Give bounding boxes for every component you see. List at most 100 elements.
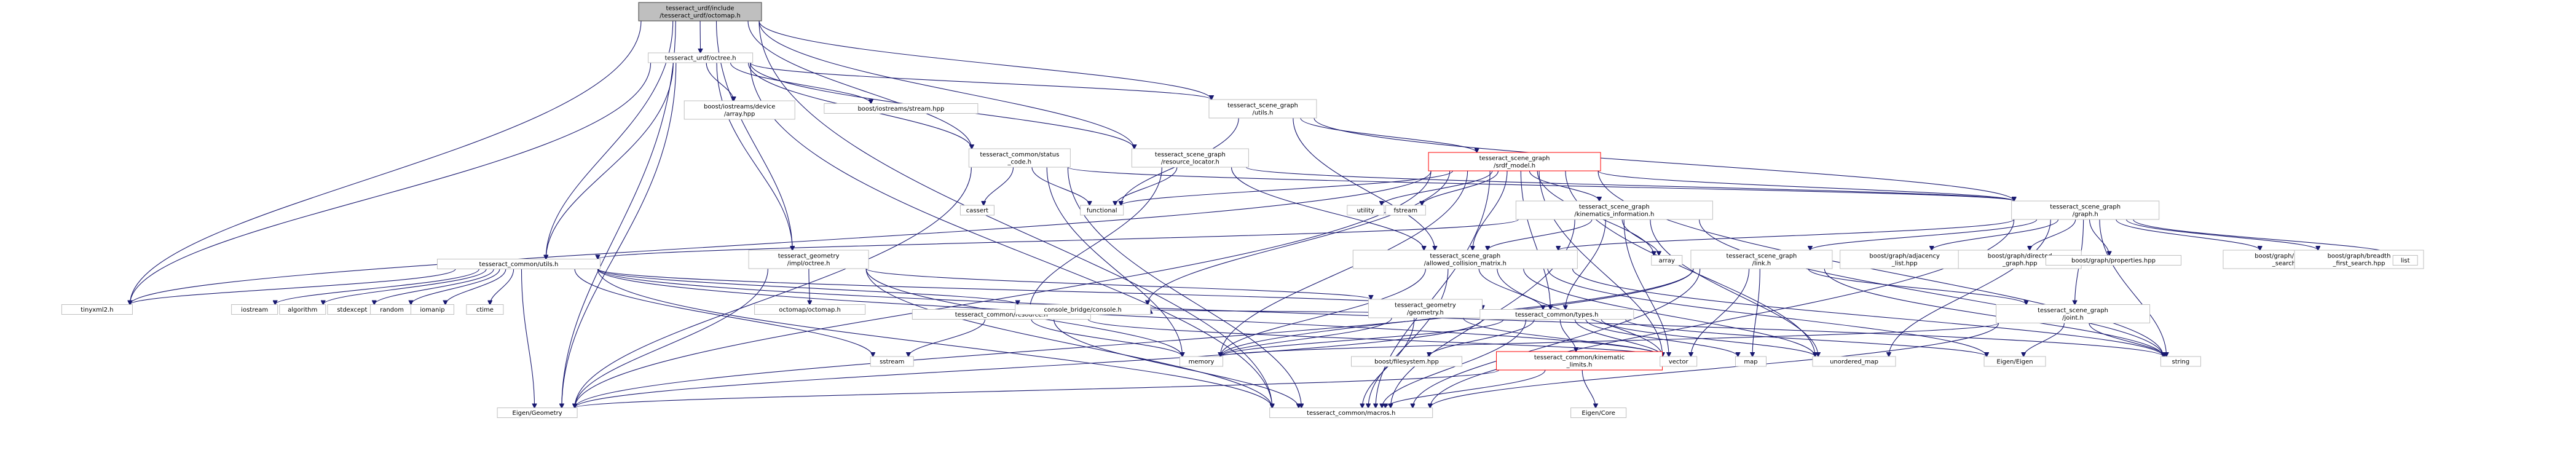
node-box — [683, 100, 795, 120]
node-box — [1385, 205, 1426, 216]
edge-common-utils-to-vector — [597, 269, 1662, 357]
node-label-line: /array.hpp — [724, 111, 755, 118]
edge-srdf-model-to-console-bridge — [1148, 170, 1451, 305]
node-label-line: tesseract_common/macros.h — [1307, 410, 1395, 417]
graph-node-link-h[interactable]: tesseract_scene_graph/link.h — [1690, 250, 1833, 269]
graph-node-kinematic-limits[interactable]: tesseract_common/kinematic_limits.h — [1496, 351, 1663, 371]
node-box — [754, 304, 866, 315]
edge-status-code-to-cassert — [983, 167, 1014, 205]
edge-link-h-to-common-macros — [1412, 268, 1701, 408]
edge-common-utils-to-algorithm — [323, 269, 487, 305]
graph-node-boost-filesystem[interactable]: boost/filesystem.hpp — [1351, 356, 1463, 367]
graph-node-list[interactable]: list — [2392, 255, 2418, 266]
node-box — [748, 250, 869, 269]
edge-sg-utils-to-graph-h — [1314, 117, 2014, 201]
node-label-line: /graph.h — [2073, 211, 2098, 218]
edge-common-utils-to-tinyxml2 — [130, 269, 456, 305]
graph-node-root[interactable]: tesseract_urdf/include/tesseract_urdf/oc… — [638, 2, 762, 22]
node-label-line: /tesseract_urdf/octomap.h — [660, 13, 741, 20]
edge-graph-h-to-boost-directed-graph — [2030, 219, 2076, 250]
graph-node-boost-device-array[interactable]: boost/iostreams/device/array.hpp — [683, 100, 795, 120]
graph-node-boost-properties[interactable]: boost/graph/properties.hpp — [2045, 255, 2181, 266]
node-label-line: /joint.h — [2062, 315, 2084, 321]
node-box — [1080, 205, 1124, 216]
graph-node-unordered-map[interactable]: unordered_map — [1812, 356, 1896, 367]
graph-node-iostream[interactable]: iostream — [231, 304, 278, 315]
node-label-line: /impl/octree.h — [787, 261, 830, 267]
node-box — [1515, 200, 1713, 220]
node-box — [1983, 356, 2046, 367]
graph-node-utility[interactable]: utility — [1347, 205, 1385, 216]
graph-node-stdexcept[interactable]: stdexcept — [327, 304, 377, 315]
edge-srdf-model-to-functional — [1121, 170, 1453, 205]
graph-node-random[interactable]: random — [370, 304, 414, 315]
graph-node-eigen-eigen[interactable]: Eigen/Eigen — [1983, 356, 2046, 367]
node-label-line: _list.hpp — [1891, 261, 1918, 267]
node-box — [2045, 255, 2181, 266]
node-box — [1496, 351, 1663, 371]
graph-node-boost-adjacency-list[interactable]: boost/graph/adjacency_list.hpp — [1840, 250, 1970, 269]
graph-node-map[interactable]: map — [1735, 356, 1767, 367]
graph-node-octomap-octomap[interactable]: octomap/octomap.h — [754, 304, 866, 315]
node-box — [1131, 148, 1249, 168]
edge-srdf-model-to-fstream — [1422, 170, 1499, 205]
node-label-line: tesseract_scene_graph — [2050, 204, 2121, 211]
graph-node-graph-h[interactable]: tesseract_scene_graph/graph.h — [2011, 200, 2160, 220]
node-label-line: fstream — [1394, 208, 1418, 215]
graph-node-memory[interactable]: memory — [1180, 356, 1224, 367]
graph-node-array[interactable]: array — [1651, 255, 1683, 266]
edge-common-utils-to-common-macros — [597, 269, 1272, 408]
edge-common-utils-to-console-bridge — [597, 269, 1017, 305]
graph-node-common-types[interactable]: tesseract_common/types.h — [1479, 309, 1634, 320]
node-box — [231, 304, 278, 315]
node-box — [1269, 408, 1433, 418]
graph-node-string[interactable]: string — [2160, 356, 2201, 367]
graph-node-kinematics-info[interactable]: tesseract_scene_graph/kinematics_informa… — [1515, 200, 1713, 220]
edge-root-to-sg-utils — [758, 20, 1211, 100]
graph-node-eigen-core[interactable]: Eigen/Core — [1570, 408, 1627, 418]
graph-node-common-utils[interactable]: tesseract_common/utils.h — [436, 259, 601, 269]
edge-srdf-model-to-common-types — [1520, 170, 1550, 310]
edge-root-to-resource-locator — [758, 20, 1134, 149]
graph-node-status-code[interactable]: tesseract_common/status_code.h — [968, 148, 1071, 168]
edge-common-types-to-unordered-map — [1601, 319, 1815, 357]
graph-node-vector[interactable]: vector — [1660, 356, 1698, 367]
graph-node-sstream[interactable]: sstream — [870, 356, 914, 367]
graph-node-joint-h[interactable]: tesseract_scene_graph/joint.h — [1996, 304, 2151, 323]
graph-node-resource-locator[interactable]: tesseract_scene_graph/resource_locator.h — [1131, 148, 1249, 168]
graph-node-srdf-model[interactable]: tesseract_scene_graph/srdf_model.h — [1428, 152, 1601, 171]
edge-octree-h-to-eigen-geometry — [562, 62, 677, 408]
node-box — [1812, 356, 1896, 367]
graph-node-octree-h[interactable]: tesseract_urdf/octree.h — [648, 52, 754, 63]
node-box — [1180, 356, 1224, 367]
graph-node-fstream[interactable]: fstream — [1385, 205, 1426, 216]
node-box — [1996, 304, 2151, 323]
node-box — [2392, 255, 2418, 266]
graph-node-tinyxml2[interactable]: tinyxml2.h — [61, 304, 133, 315]
edge-common-utils-to-random — [411, 269, 500, 305]
edge-common-utils-to-eigen-geometry — [521, 269, 534, 408]
graph-node-functional[interactable]: functional — [1080, 205, 1124, 216]
graph-node-iomanip[interactable]: iomanip — [410, 304, 454, 315]
node-label-line: tesseract_common/kinematic — [1534, 355, 1625, 361]
graph-node-geom-geometry[interactable]: tesseract_geometry/geometry.h — [1368, 299, 1483, 318]
graph-node-console-bridge[interactable]: console_bridge/console.h — [1015, 304, 1151, 315]
graph-node-algorithm[interactable]: algorithm — [279, 304, 326, 315]
edge-octree-h-to-common-utils — [546, 62, 674, 259]
node-label-line: /geometry.h — [1407, 310, 1444, 317]
graph-node-eigen-geometry[interactable]: Eigen/Geometry — [497, 408, 578, 418]
graph-node-acm[interactable]: tesseract_scene_graph/allowed_collision_… — [1352, 250, 1578, 269]
edge-root-to-common-macros — [758, 20, 1272, 408]
edge-common-resource-to-vector — [1087, 319, 1662, 357]
graph-node-boost-stream[interactable]: boost/iostreams/stream.hpp — [824, 103, 979, 114]
graph-node-common-macros[interactable]: tesseract_common/macros.h — [1269, 408, 1433, 418]
graph-node-sg-utils[interactable]: tesseract_scene_graph/utils.h — [1208, 99, 1317, 119]
graph-node-cassert[interactable]: cassert — [959, 205, 995, 216]
graph-node-ctime[interactable]: ctime — [466, 304, 504, 315]
edge-link-h-to-vector — [1691, 268, 1750, 356]
node-label-line: /utils.h — [1252, 110, 1273, 117]
edge-common-resource-to-common-macros — [1054, 319, 1299, 408]
graph-node-geom-impl-octree[interactable]: tesseract_geometry/impl/octree.h — [748, 250, 869, 269]
node-box — [1479, 309, 1634, 320]
node-label-line: iomanip — [420, 307, 444, 313]
